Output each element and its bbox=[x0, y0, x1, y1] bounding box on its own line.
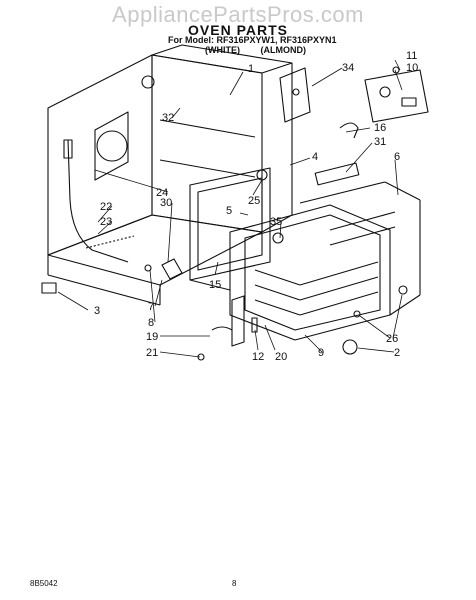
hardware-outline bbox=[41, 169, 408, 361]
front-frame-outline bbox=[189, 167, 271, 291]
callout-16: 16 bbox=[374, 122, 386, 134]
callout-35: 35 bbox=[270, 216, 282, 228]
callout-32: 32 bbox=[162, 112, 174, 124]
oven-body-outline bbox=[47, 44, 293, 306]
watermark-text: AppliancePartsPros.com bbox=[112, 2, 364, 27]
latch-parts-outline bbox=[161, 258, 258, 347]
callout-24: 24 bbox=[156, 187, 168, 199]
callout-22: 22 bbox=[100, 201, 112, 213]
callout-31: 31 bbox=[374, 136, 386, 148]
callout-23: 23 bbox=[100, 216, 112, 228]
callout-labels: 1 2 3 4 5 6 7 8 9 10 11 12 15 16 19 20 2… bbox=[94, 50, 418, 363]
diagram-title: OVEN PARTS bbox=[188, 22, 288, 38]
oven-liner-outline bbox=[229, 181, 421, 341]
callout-6: 6 bbox=[394, 151, 400, 163]
callout-34: 34 bbox=[342, 62, 354, 74]
color-almond: (ALMOND) bbox=[260, 45, 307, 55]
callout-11: 11 bbox=[406, 50, 417, 62]
callout-4: 4 bbox=[312, 151, 318, 163]
callout-8: 8 bbox=[148, 317, 154, 329]
callout-7: 7 bbox=[148, 301, 154, 313]
leader-lines bbox=[57, 59, 403, 358]
model-line: For Model: RF316PXYW1, RF316PXYN1 bbox=[168, 35, 337, 45]
callout-2: 2 bbox=[394, 347, 400, 359]
callout-9: 9 bbox=[318, 347, 324, 359]
callout-20: 20 bbox=[275, 351, 287, 363]
igniter-bracket-outline bbox=[279, 67, 311, 123]
callout-15: 15 bbox=[209, 279, 221, 291]
harness-outline bbox=[63, 139, 135, 263]
callout-5: 5 bbox=[226, 205, 232, 217]
callout-12: 12 bbox=[252, 351, 264, 363]
burner-plate-outline bbox=[94, 111, 129, 181]
callout-21: 21 bbox=[146, 347, 158, 359]
callout-30: 30 bbox=[160, 197, 172, 209]
callout-19: 19 bbox=[146, 331, 158, 343]
footer-page-number: 8 bbox=[232, 579, 237, 588]
callout-26: 26 bbox=[386, 333, 398, 345]
burner-tube-outline bbox=[314, 122, 360, 186]
callout-3: 3 bbox=[94, 305, 100, 317]
footer-code: 8B5042 bbox=[30, 579, 58, 588]
color-variants: (WHITE) (ALMOND) bbox=[205, 45, 324, 55]
color-white: (WHITE) bbox=[205, 45, 240, 55]
callout-10: 10 bbox=[406, 62, 418, 74]
callout-25: 25 bbox=[248, 195, 260, 207]
callout-1: 1 bbox=[248, 63, 254, 75]
